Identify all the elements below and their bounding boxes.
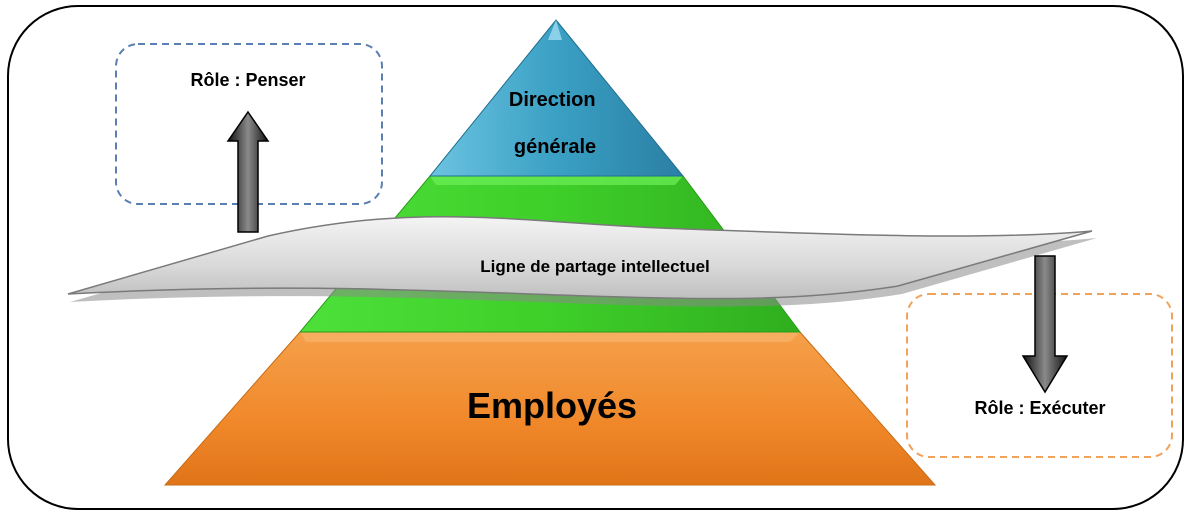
- bottom-tier-label: Employés: [467, 385, 637, 426]
- middle-tier-highlight: [430, 176, 683, 185]
- role-execute-label: Rôle : Exécuter: [974, 398, 1105, 418]
- top-tier-highlight: [548, 20, 562, 40]
- top-tier-label-line2: générale: [514, 136, 596, 158]
- divider-label: Ligne de partage intellectuel: [480, 257, 710, 276]
- bottom-tier-highlight: [300, 332, 800, 342]
- svg-text:Direction générale: Direction générale: [509, 89, 601, 158]
- up-arrow: [226, 110, 270, 233]
- divider-ribbon: [67, 215, 1093, 300]
- down-arrow: [1021, 255, 1069, 394]
- role-think-label: Rôle : Penser: [190, 70, 305, 90]
- top-tier-label-line1: Direction: [509, 89, 596, 111]
- top-tier: [428, 19, 685, 177]
